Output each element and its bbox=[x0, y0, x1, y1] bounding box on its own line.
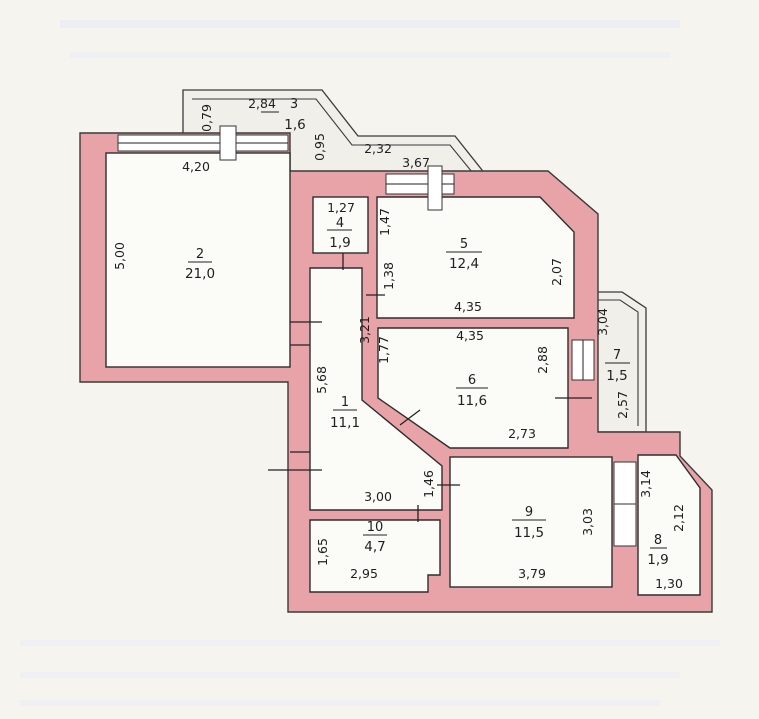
dim-1-65: 1,65 bbox=[315, 538, 330, 566]
room-1-hall bbox=[309, 267, 443, 511]
dim-2-88: 2,88 bbox=[535, 346, 550, 374]
dim-1-30: 1,30 bbox=[655, 576, 683, 591]
room-2-number: 2 bbox=[196, 247, 204, 262]
room-6-area: 11,6 bbox=[457, 393, 487, 409]
room-3-number: 3 bbox=[290, 97, 298, 112]
dim-1-27: 1,27 bbox=[327, 200, 355, 215]
room-5-number: 5 bbox=[460, 237, 468, 252]
room-10-bath bbox=[309, 519, 441, 593]
room-label-fraction-lines bbox=[188, 111, 667, 549]
room-7-number: 7 bbox=[613, 348, 621, 363]
room-9-number: 9 bbox=[525, 505, 533, 520]
dimension-labels: 0,79 2,84 0,95 2,32 3,67 4,20 5,00 1,27 … bbox=[112, 96, 686, 591]
room-3-area: 1,6 bbox=[284, 117, 305, 133]
dim-1-77: 1,77 bbox=[376, 336, 391, 364]
door-marks bbox=[268, 253, 592, 522]
room-8-area: 1,9 bbox=[647, 552, 668, 568]
room-8-number: 8 bbox=[654, 533, 662, 548]
dim-0-95: 0,95 bbox=[312, 133, 327, 161]
dim-3-14: 3,14 bbox=[638, 470, 653, 498]
room-5-area: 12,4 bbox=[449, 256, 479, 272]
background-document-lines bbox=[20, 20, 720, 706]
room-4-closet bbox=[312, 196, 369, 254]
dim-4-20: 4,20 bbox=[182, 159, 210, 174]
dim-3-21: 3,21 bbox=[357, 316, 372, 344]
dim-2-12: 2,12 bbox=[671, 504, 686, 532]
dim-0-79: 0,79 bbox=[199, 104, 214, 132]
dim-2-07: 2,07 bbox=[549, 258, 564, 286]
room-1-number: 1 bbox=[341, 395, 349, 410]
room-8-balcony bbox=[637, 454, 701, 596]
room-4-number: 4 bbox=[336, 216, 344, 231]
room-7-area: 1,5 bbox=[606, 368, 627, 384]
dim-3-79: 3,79 bbox=[518, 566, 546, 581]
dim-2-84: 2,84 bbox=[248, 96, 276, 111]
dim-5-00: 5,00 bbox=[112, 242, 127, 270]
room-10-area: 4,7 bbox=[364, 539, 385, 555]
room-6-number: 6 bbox=[468, 373, 476, 388]
dim-2-95: 2,95 bbox=[350, 566, 378, 581]
dim-2-32: 2,32 bbox=[364, 141, 392, 156]
room-4-area: 1,9 bbox=[329, 235, 350, 251]
room-1-area: 11,1 bbox=[330, 415, 360, 431]
room-10-number: 10 bbox=[367, 520, 384, 535]
room-9-area: 11,5 bbox=[514, 525, 544, 541]
dim-1-46: 1,46 bbox=[421, 470, 436, 498]
dim-2-73: 2,73 bbox=[508, 426, 536, 441]
dim-2-57: 2,57 bbox=[615, 391, 630, 419]
dim-3-67: 3,67 bbox=[402, 155, 430, 170]
dim-3-03: 3,03 bbox=[580, 508, 595, 536]
dim-1-38: 1,38 bbox=[381, 262, 396, 290]
dim-1-47: 1,47 bbox=[377, 208, 392, 236]
dim-5-68: 5,68 bbox=[314, 366, 329, 394]
balcony-7-outline bbox=[587, 291, 647, 433]
room-9 bbox=[449, 456, 613, 588]
dim-4-35-top: 4,35 bbox=[454, 299, 482, 314]
room-2-living bbox=[105, 152, 291, 368]
dim-3-00: 3,00 bbox=[364, 489, 392, 504]
dim-3-04: 3,04 bbox=[595, 308, 610, 336]
room-5 bbox=[376, 196, 575, 319]
dim-4-35-bottom: 4,35 bbox=[456, 328, 484, 343]
room-2-area: 21,0 bbox=[185, 266, 215, 282]
windows bbox=[117, 125, 637, 547]
room-labels: 2 21,0 3 1,6 4 1,9 5 12,4 1 11,1 6 11,6 … bbox=[185, 97, 669, 568]
